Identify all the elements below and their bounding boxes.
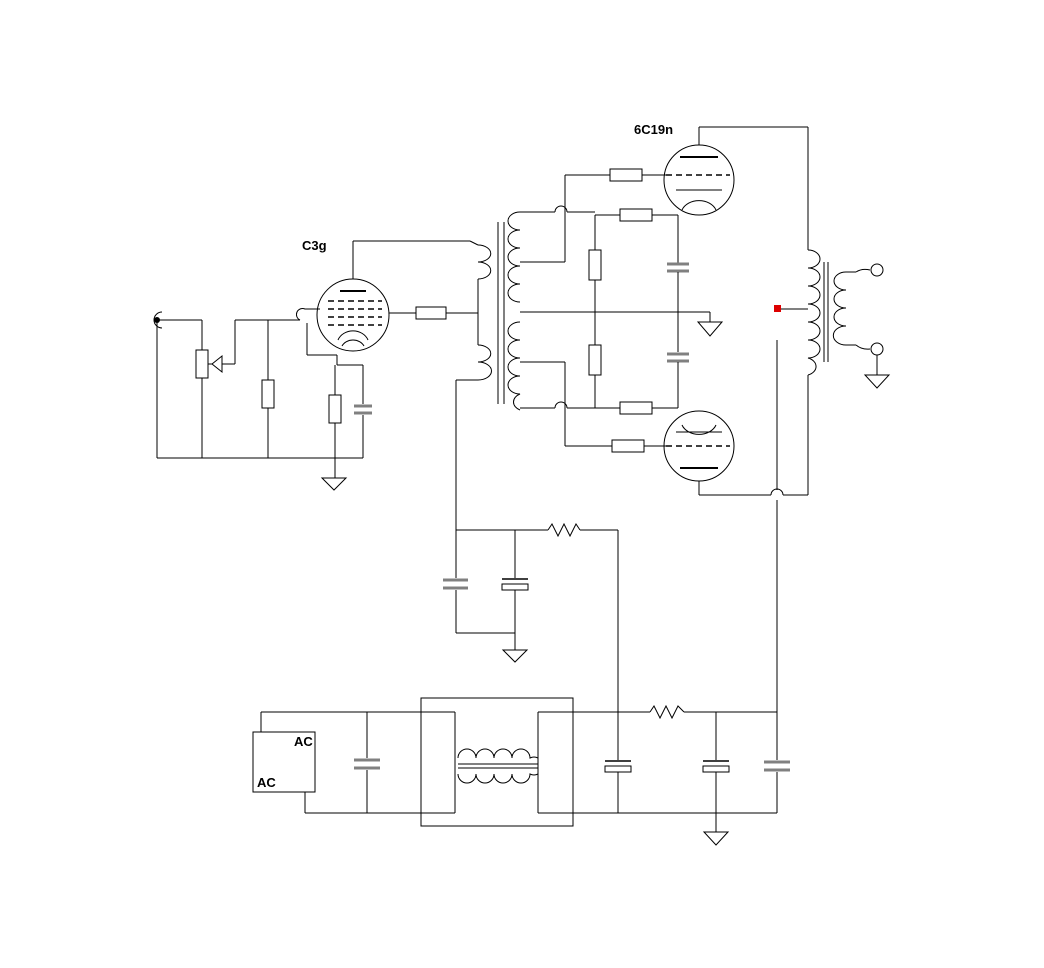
- driver-tube-c3g: C3g: [302, 238, 390, 352]
- center-tap-marker: [774, 305, 781, 312]
- ground-icon: [501, 649, 529, 663]
- interstage-transformer: [477, 211, 521, 411]
- psu-resistor: [649, 704, 685, 720]
- ac-bottom-label: AC: [257, 775, 276, 790]
- volume-potentiometer: [195, 320, 236, 458]
- ac-top-label: AC: [294, 734, 313, 749]
- output-tube-top: 6C19n: [634, 122, 735, 216]
- grid-leak-resistor: [261, 320, 275, 458]
- interstage-resistor: [415, 306, 447, 320]
- speaker-terminal-icon: [870, 263, 884, 277]
- output-transformer: [807, 249, 847, 376]
- filter-resistor: [547, 522, 581, 538]
- driver-tube-label: C3g: [302, 238, 327, 253]
- ground-icon: [702, 831, 730, 846]
- cathode-resistor: [328, 365, 342, 480]
- output-tube-bottom: [663, 410, 735, 482]
- speaker-terminal-icon: [870, 342, 884, 356]
- output-tube-label: 6C19n: [634, 122, 673, 137]
- input-section: [153, 307, 372, 491]
- ground-icon: [863, 374, 891, 389]
- ground-icon: [320, 477, 348, 491]
- choke-filter-box: [420, 697, 574, 827]
- cathode-capacitor: [354, 365, 372, 458]
- ground-icon: [696, 321, 724, 337]
- ac-source: AC AC: [252, 731, 316, 793]
